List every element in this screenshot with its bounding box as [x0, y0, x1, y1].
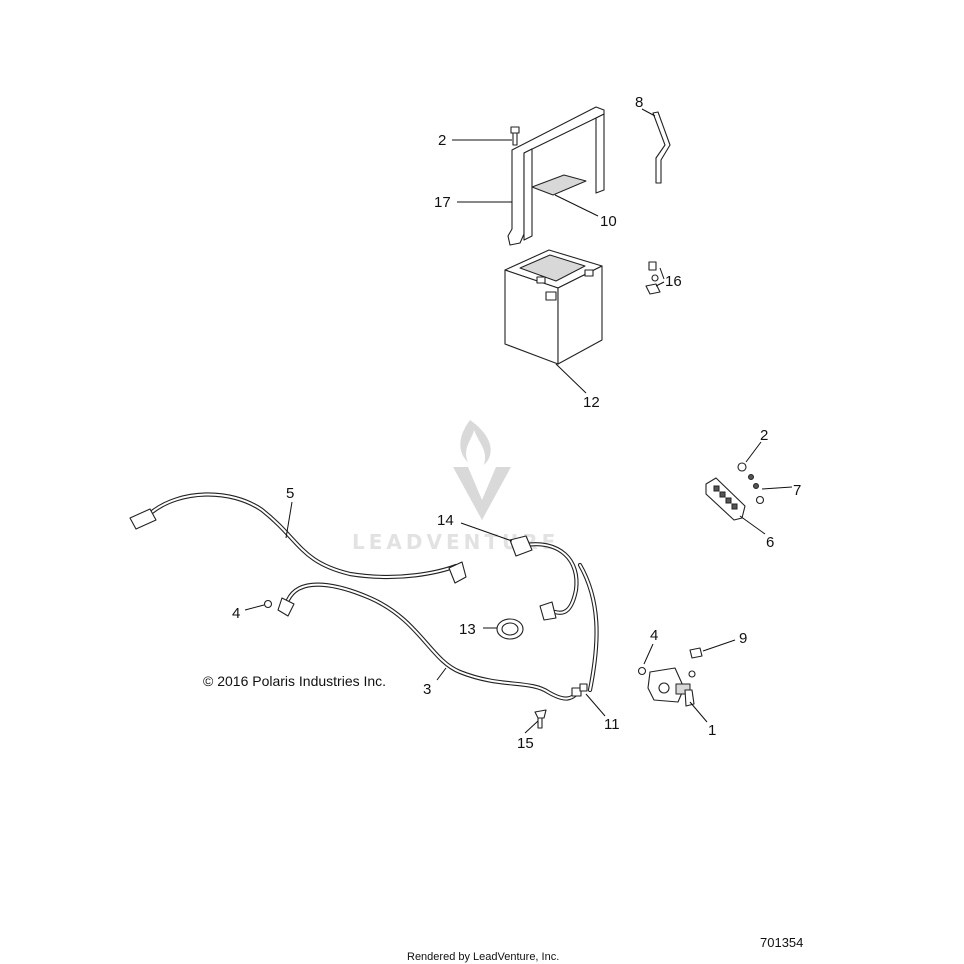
callout-9[interactable]: 9 — [739, 630, 747, 647]
nut-4-right[interactable] — [637, 666, 647, 676]
footer-text: Rendered by LeadVenture, Inc. — [407, 951, 559, 963]
grommet-13[interactable] — [496, 618, 524, 640]
bolt-2-top[interactable] — [510, 126, 520, 146]
relay-1[interactable] — [647, 667, 695, 707]
cable-14[interactable] — [509, 535, 579, 621]
callout-3[interactable]: 3 — [423, 681, 431, 698]
callout-4-right[interactable]: 4 — [650, 627, 658, 644]
strap-8[interactable] — [652, 111, 671, 184]
callout-10[interactable]: 10 — [600, 213, 617, 230]
watermark-logo: LEADVENTURE — [352, 420, 555, 554]
leader-lines — [244, 108, 793, 734]
callout-8[interactable]: 8 — [635, 94, 643, 111]
callout-17[interactable]: 17 — [434, 194, 451, 211]
fuse-block-6[interactable] — [705, 477, 746, 521]
cable-5[interactable] — [129, 492, 467, 584]
nuts-7[interactable] — [748, 474, 765, 505]
callout-5[interactable]: 5 — [286, 485, 294, 502]
callout-labels: 2 8 17 10 16 12 2 7 6 5 14 4 13 4 9 3 11… — [232, 94, 801, 752]
diagram-id: 701354 — [760, 935, 803, 950]
screw-2-fuse[interactable] — [737, 462, 747, 472]
screw-9-lower[interactable] — [688, 670, 696, 678]
callout-12[interactable]: 12 — [583, 394, 600, 411]
callout-2-fuse[interactable]: 2 — [760, 427, 768, 444]
pin-15[interactable] — [534, 709, 547, 729]
screw-9[interactable] — [689, 647, 703, 659]
battery-bracket-17[interactable] — [507, 106, 605, 246]
callout-7[interactable]: 7 — [793, 482, 801, 499]
nut-4-left[interactable] — [263, 599, 273, 609]
pad-10[interactable] — [531, 174, 587, 196]
hardware-16[interactable] — [645, 261, 661, 295]
callout-4-left[interactable]: 4 — [232, 605, 240, 622]
callout-16[interactable]: 16 — [665, 273, 682, 290]
callout-2-top[interactable]: 2 — [438, 132, 446, 149]
cable-3[interactable] — [277, 562, 599, 701]
clip-11[interactable] — [571, 683, 588, 697]
copyright-text: © 2016 Polaris Industries Inc. — [203, 673, 386, 689]
callout-15[interactable]: 15 — [517, 735, 534, 752]
callout-1[interactable]: 1 — [708, 722, 716, 739]
callout-13[interactable]: 13 — [459, 621, 476, 638]
callout-11[interactable]: 11 — [604, 716, 620, 733]
battery-12[interactable] — [504, 249, 603, 365]
callout-6[interactable]: 6 — [766, 534, 774, 551]
callout-14[interactable]: 14 — [437, 512, 454, 529]
